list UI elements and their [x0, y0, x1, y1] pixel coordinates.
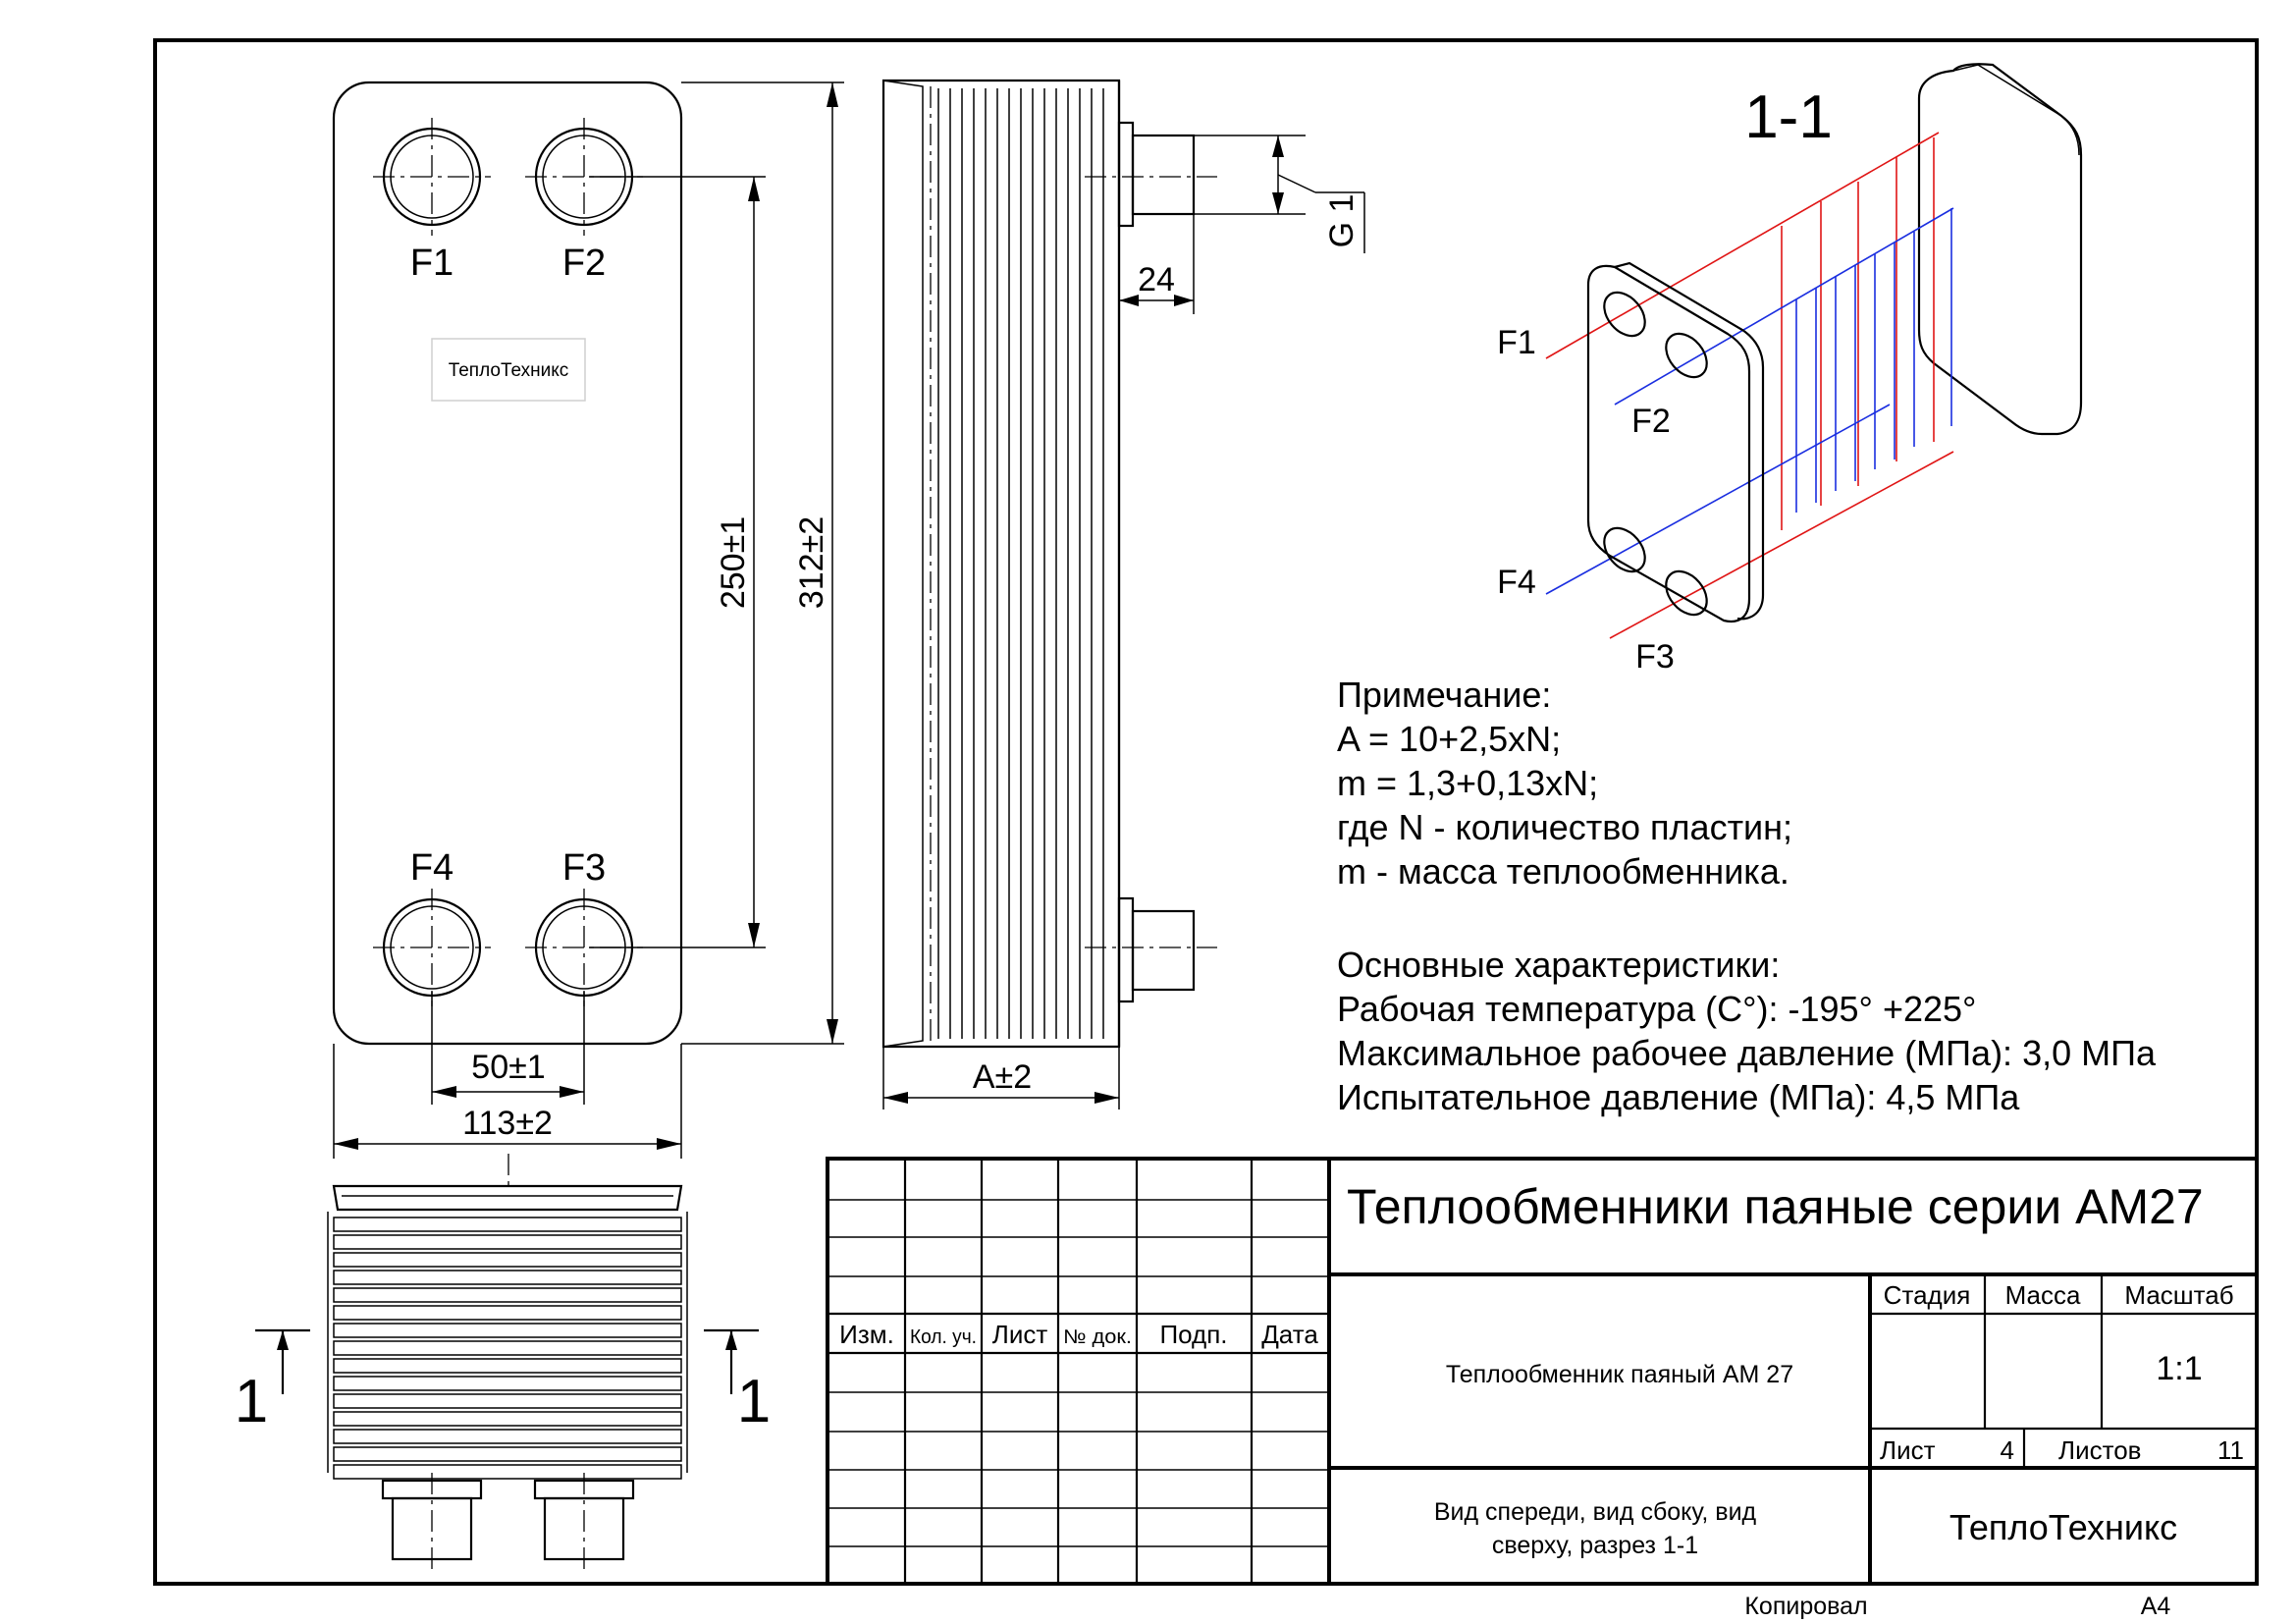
tb-header-izm: Изм. [839, 1320, 894, 1349]
dim-port-vertical: 250±1 [715, 516, 752, 609]
port-f4-icon [373, 889, 491, 1006]
dim-total-height: 312±2 [793, 516, 830, 609]
port-f1-icon [373, 118, 491, 236]
tb-mass-label: Масса [2005, 1280, 2081, 1310]
side-nozzle-top-icon [1085, 121, 1217, 228]
side-view: G 1 24 A±2 [881, 79, 1365, 1109]
front-plate-outline [332, 81, 683, 1046]
front-plate-icon [1586, 264, 1751, 623]
dim-nozzle-length: 24 [1138, 261, 1175, 298]
section-mark-left [255, 1328, 310, 1394]
section-port-f1-label: F1 [1497, 324, 1536, 361]
section-view: 1-1 F1 F2 F4 F3 [1497, 63, 2083, 676]
port-f1-label: F1 [410, 243, 454, 284]
title-block: Изм. Кол. уч. Лист № док. Подп. Дата Теп… [826, 1157, 2259, 1586]
note-line-3: где N - количество пластин; [1337, 807, 1792, 847]
section-mark-right-label: 1 [737, 1368, 771, 1435]
section-title: 1-1 [1744, 83, 1833, 151]
tb-header-sign: Подп. [1159, 1320, 1227, 1349]
tb-header-list: Лист [992, 1320, 1048, 1349]
spec-max-pressure: Максимальное рабочее давление (МПа): 3,0… [1337, 1033, 2157, 1073]
section-port-f3-label: F3 [1635, 638, 1675, 676]
tb-sheets-value: 11 [2217, 1435, 2244, 1465]
side-nozzle-bottom-icon [1085, 896, 1217, 1003]
port-f2-label: F2 [562, 243, 606, 284]
top-view: 1 1 [235, 1154, 771, 1571]
notes-block: Примечание: A = 10+2,5xN; m = 1,3+0,13xN… [1337, 675, 2157, 1117]
tb-sheet-value: 4 [2001, 1435, 2014, 1465]
spec-temperature: Рабочая температура (С°): -195° +225° [1337, 989, 1976, 1029]
port-f4-label: F4 [410, 847, 454, 889]
tb-sheets-label: Листов [2058, 1435, 2141, 1465]
top-nozzle-right-icon [533, 1473, 635, 1571]
note-line-1: A = 10+2,5xN; [1337, 719, 1561, 759]
tb-product: Теплообменник паяный АМ 27 [1446, 1361, 1793, 1388]
section-port-f4-label: F4 [1497, 564, 1536, 601]
tb-header-date: Дата [1261, 1320, 1318, 1349]
front-view: F1 F2 F4 F3 ТеплоТехникс 250±1 312±2 50±… [332, 81, 844, 1159]
tb-views-line1: Вид спереди, вид сбоку, вид [1434, 1498, 1757, 1526]
footer-format: А4 [2141, 1593, 2171, 1620]
tb-title: Теплообменники паяные серии АМ27 [1347, 1179, 2204, 1234]
footer-copied: Копировал [1744, 1593, 1867, 1620]
notes-heading: Примечание: [1337, 675, 1551, 715]
tb-sheet-label: Лист [1880, 1435, 1936, 1465]
spec-test-pressure: Испытательное давление (МПа): 4,5 МПа [1337, 1077, 2020, 1117]
dim-total-width: 113±2 [462, 1105, 553, 1142]
section-mark-right [704, 1328, 759, 1394]
brand-plate [431, 338, 586, 402]
note-line-2: m = 1,3+0,13xN; [1337, 763, 1598, 803]
tb-views-line2: сверху, разрез 1-1 [1492, 1532, 1698, 1559]
brand-plate-label: ТеплоТехникс [449, 360, 569, 381]
section-mark-left-label: 1 [235, 1368, 268, 1435]
tb-scale-label: Масштаб [2124, 1280, 2233, 1310]
section-port-f2-label: F2 [1631, 403, 1671, 440]
tb-header-doc: № док. [1063, 1326, 1132, 1348]
tb-stage-label: Стадия [1884, 1280, 1971, 1310]
dim-thread: G 1 [1323, 194, 1361, 248]
top-nozzle-left-icon [381, 1473, 483, 1571]
port-f3-label: F3 [562, 847, 606, 889]
back-plate-icon [1917, 63, 2083, 436]
tb-scale-value: 1:1 [2156, 1350, 2202, 1387]
dim-pack-length: A±2 [973, 1058, 1032, 1096]
specs-heading: Основные характеристики: [1337, 945, 1780, 985]
tb-header-kol: Кол. уч. [910, 1326, 977, 1348]
tb-company: ТеплоТехникс [1949, 1507, 2177, 1547]
dim-port-horizontal: 50±1 [471, 1049, 545, 1086]
note-line-4: m - масса теплообменника. [1337, 851, 1789, 892]
